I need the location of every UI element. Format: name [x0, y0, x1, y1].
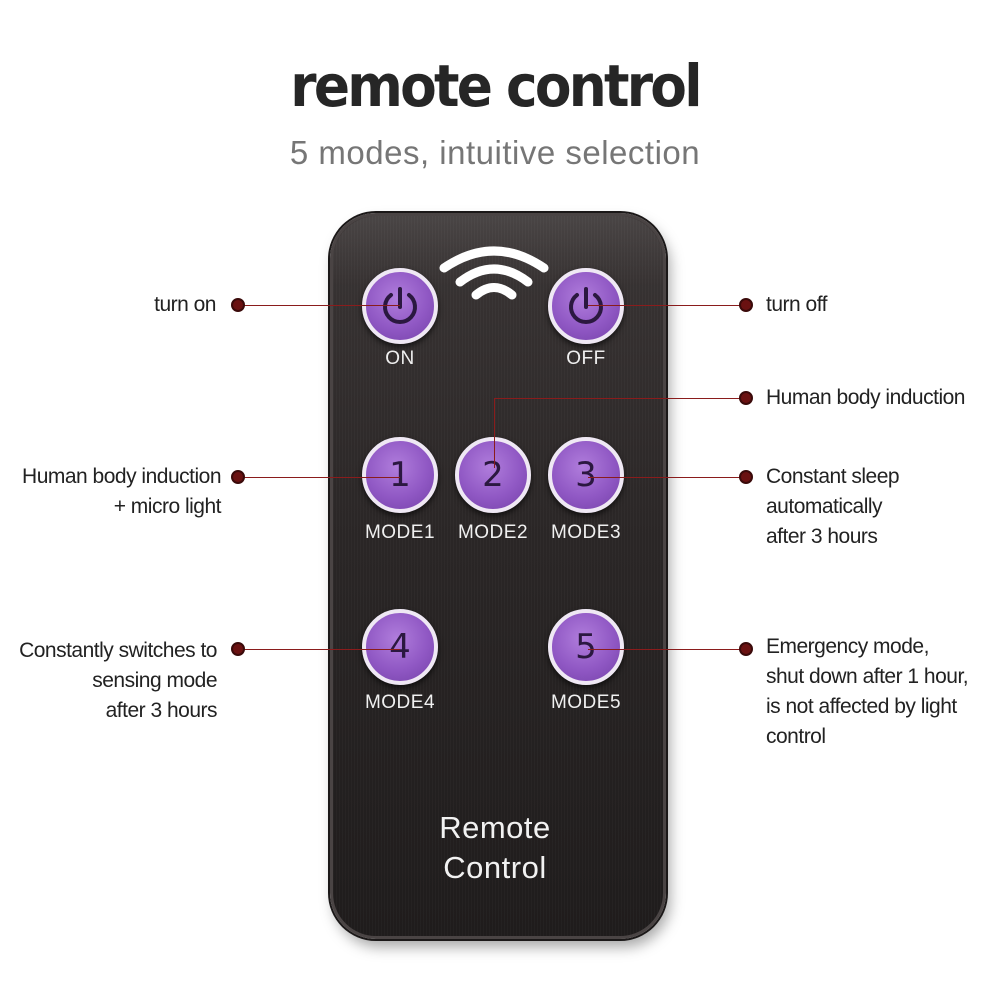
mode1-button[interactable]: 1 — [362, 437, 438, 513]
callout-dot-mode4 — [231, 642, 245, 656]
mode3-label: MODE3 — [550, 522, 622, 543]
callout-mode4-line-3: after 3 hours — [105, 699, 218, 722]
callout-line-turn-off — [588, 305, 746, 306]
mode4-button[interactable]: 4 — [362, 609, 438, 685]
callout-turn-off: turn off — [766, 290, 828, 320]
callout-mode5-line-2: shut down after 1 hour, — [766, 665, 969, 688]
callout-dot-turn-on — [231, 298, 245, 312]
callout-mode3-line-3: after 3 hours — [766, 525, 878, 548]
callout-mode4: Constantly switches to sensing mode afte… — [19, 636, 217, 726]
mode4-label: MODE4 — [364, 692, 436, 713]
callout-mode4-line-2: sensing mode — [92, 669, 217, 692]
callout-line-mode4 — [238, 649, 400, 650]
mode5-number: 5 — [575, 627, 597, 667]
mode1-label: MODE1 — [364, 522, 436, 543]
page-subtitle: 5 modes, intuitive selection — [289, 134, 701, 171]
off-label: OFF — [566, 348, 606, 369]
callout-mode2: Human body induction — [766, 383, 965, 413]
mode5-label: MODE5 — [550, 692, 622, 713]
callout-dot-mode1 — [231, 470, 245, 484]
callout-mode4-line-1: Constantly switches to — [19, 639, 217, 662]
mode2-button[interactable]: 2 — [455, 437, 531, 513]
callout-mode3-line-1: Constant sleep — [766, 465, 900, 488]
signal-waves-icon — [439, 246, 549, 300]
on-button[interactable] — [362, 268, 438, 344]
callout-mode5-line-1: Emergency mode, — [766, 635, 929, 658]
callout-dot-mode2 — [739, 391, 753, 405]
brand-line-1: Remote — [439, 810, 551, 845]
callout-line-mode3 — [588, 477, 746, 478]
page-title: remote control — [290, 52, 702, 120]
on-label: ON — [385, 348, 415, 369]
callout-dot-turn-off — [739, 298, 753, 312]
mode4-number: 4 — [389, 627, 411, 667]
power-icon — [569, 287, 603, 324]
callout-line-mode5 — [588, 649, 746, 650]
callout-mode5: Emergency mode, shut down after 1 hour, … — [766, 632, 969, 752]
callout-turn-off-text: turn off — [766, 293, 828, 316]
callout-mode1: Human body induction + micro light — [22, 462, 221, 522]
callout-mode3-line-2: automatically — [766, 495, 883, 518]
mode5-button[interactable]: 5 — [548, 609, 624, 685]
mode3-button[interactable]: 3 — [548, 437, 624, 513]
callout-dot-mode3 — [739, 470, 753, 484]
callout-mode1-line-1: Human body induction — [22, 465, 221, 488]
off-button[interactable] — [548, 268, 624, 344]
mode2-number: 2 — [482, 455, 504, 495]
remote-brand-text: Remote Control — [390, 808, 600, 888]
callout-mode1-line-2: + micro light — [113, 495, 222, 518]
callout-mode5-line-3: is not affected by light — [766, 695, 957, 718]
callout-dot-mode5 — [739, 642, 753, 656]
callout-turn-on-text: turn on — [154, 293, 216, 316]
callout-line-mode2 — [494, 398, 746, 399]
callout-mode3: Constant sleep automatically after 3 hou… — [766, 462, 900, 552]
mode3-number: 3 — [575, 455, 597, 495]
callout-turn-on: turn on — [154, 290, 216, 320]
callout-mode2-text: Human body induction — [766, 386, 965, 409]
brand-line-2: Control — [443, 850, 547, 885]
callout-vline-mode2 — [494, 398, 495, 468]
power-icon — [383, 287, 417, 324]
callout-line-mode1 — [238, 477, 400, 478]
mode1-number: 1 — [389, 455, 411, 495]
callout-mode5-line-4: control — [766, 725, 826, 748]
callout-line-turn-on — [238, 305, 400, 306]
mode2-label: MODE2 — [457, 522, 529, 543]
